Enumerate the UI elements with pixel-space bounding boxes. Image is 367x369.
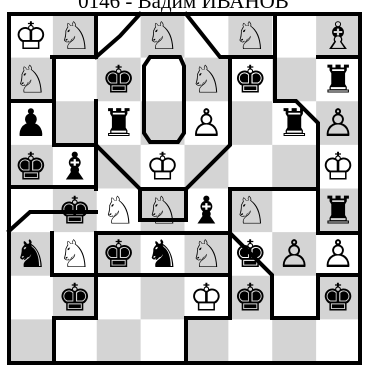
board-square (97, 319, 141, 363)
board-square (141, 276, 185, 320)
white-knight-piece[interactable]: ♘ (189, 232, 223, 276)
white-bishop-piece[interactable]: ♗ (321, 14, 355, 58)
black-king-piece[interactable]: ♚ (233, 57, 267, 101)
black-king-piece[interactable]: ♚ (58, 188, 92, 232)
black-rook-piece[interactable]: ♜ (321, 188, 355, 232)
black-king-piece[interactable]: ♚ (58, 276, 92, 320)
white-knight-piece[interactable]: ♘ (14, 57, 48, 101)
board-square (53, 58, 97, 102)
board-square (53, 319, 97, 363)
black-king-piece[interactable]: ♚ (102, 232, 136, 276)
white-knight-piece[interactable]: ♘ (233, 14, 267, 58)
board-square (228, 145, 272, 189)
black-king-piece[interactable]: ♚ (102, 57, 136, 101)
white-king-piece[interactable]: ♔ (146, 145, 180, 189)
white-knight-piece[interactable]: ♘ (146, 188, 180, 232)
black-king-piece[interactable]: ♚ (14, 145, 48, 189)
white-king-piece[interactable]: ♔ (321, 145, 355, 189)
white-knight-piece[interactable]: ♘ (146, 14, 180, 58)
white-pawn-piece[interactable]: ♙ (189, 101, 223, 145)
board-square (272, 276, 316, 320)
black-bishop-piece[interactable]: ♝ (58, 145, 92, 189)
board-square (272, 189, 316, 233)
black-rook-piece[interactable]: ♜ (321, 57, 355, 101)
board-square (272, 58, 316, 102)
white-pawn-piece[interactable]: ♙ (321, 232, 355, 276)
board-square (9, 276, 53, 320)
white-king-piece[interactable]: ♔ (189, 276, 223, 320)
board-square (185, 319, 229, 363)
board-square (9, 319, 53, 363)
black-knight-piece[interactable]: ♞ (14, 232, 48, 276)
black-rook-piece[interactable]: ♜ (102, 101, 136, 145)
black-knight-piece[interactable]: ♞ (146, 232, 180, 276)
black-king-piece[interactable]: ♚ (233, 276, 267, 320)
white-knight-piece[interactable]: ♘ (189, 57, 223, 101)
board-square (272, 319, 316, 363)
white-pawn-piece[interactable]: ♙ (277, 232, 311, 276)
white-knight-piece[interactable]: ♘ (102, 188, 136, 232)
black-king-piece[interactable]: ♚ (321, 276, 355, 320)
black-pawn-piece[interactable]: ♟ (14, 101, 48, 145)
black-bishop-piece[interactable]: ♝ (189, 188, 223, 232)
board-square (53, 101, 97, 145)
white-king-piece[interactable]: ♔ (14, 14, 48, 58)
black-rook-piece[interactable]: ♜ (277, 101, 311, 145)
board-square (97, 276, 141, 320)
black-king-piece[interactable]: ♚ (233, 232, 267, 276)
board-square (316, 319, 360, 363)
white-knight-piece[interactable]: ♘ (58, 232, 92, 276)
board-square (228, 319, 272, 363)
white-pawn-piece[interactable]: ♙ (321, 101, 355, 145)
board-square (272, 145, 316, 189)
white-knight-piece[interactable]: ♘ (233, 188, 267, 232)
board-square (272, 14, 316, 58)
board-square (228, 101, 272, 145)
white-knight-piece[interactable]: ♘ (58, 14, 92, 58)
board-square (141, 319, 185, 363)
